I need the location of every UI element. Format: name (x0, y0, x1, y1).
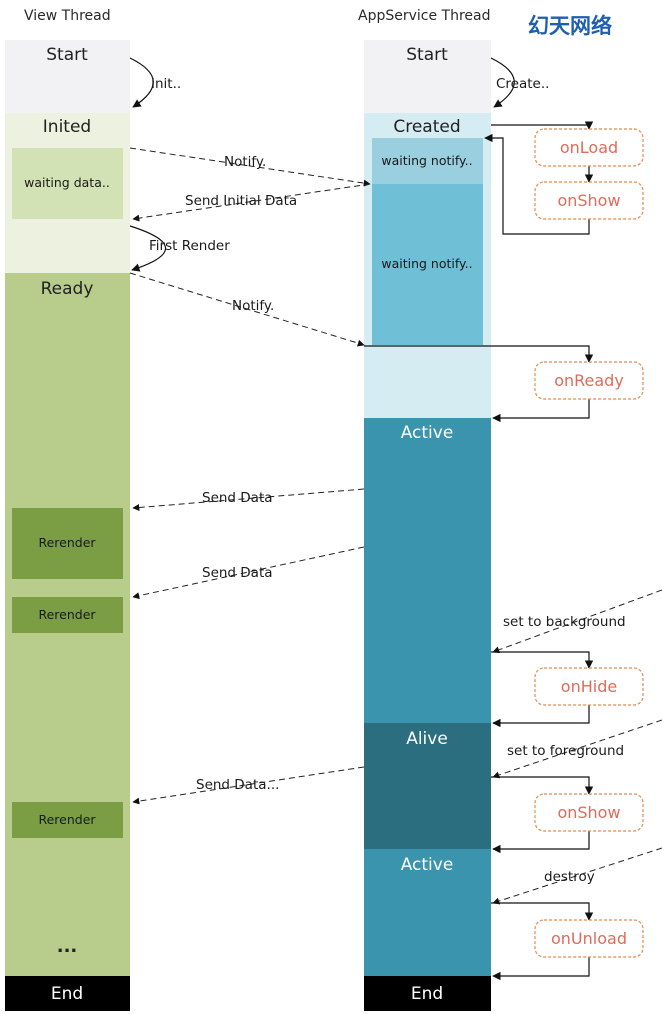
app-alive-label: Alive (406, 729, 448, 749)
notify-arrow-2 (129, 272, 365, 347)
notify-label-2: Notify. (232, 298, 274, 314)
waiting-notify-label-1: waiting notify.. (381, 153, 472, 168)
view-end-label: End (51, 984, 83, 1004)
onunload-box (534, 919, 644, 958)
onhide-return-arrow (492, 705, 590, 728)
onshow-return-arrow (484, 133, 590, 235)
app-end-label: End (411, 984, 443, 1004)
rerender-block-1 (12, 508, 123, 579)
waiting-data-block (12, 148, 123, 219)
onhide-label: onHide (561, 677, 617, 696)
onshow-box-1 (534, 181, 644, 220)
onshow-label-1: onShow (557, 191, 620, 210)
onunload-in-arrow (491, 902, 594, 921)
rerender-label-3: Rerender (38, 812, 96, 827)
view-thread-header: View Thread (24, 8, 111, 24)
waiting-data-label: waiting data.. (24, 175, 110, 190)
onshow-box-2 (534, 793, 644, 832)
create-arrow (490, 57, 515, 108)
rerender-label-2: Rerender (38, 607, 96, 622)
send-data-arrow-1 (132, 488, 365, 511)
onunload-label: onUnload (551, 929, 627, 948)
waiting-notify-label-2: waiting notify.. (381, 256, 472, 271)
app-start-label: Start (406, 45, 448, 65)
view-ellipsis: ... (57, 936, 78, 957)
set-to-background-label: set to background (503, 614, 626, 630)
onhide-box (534, 667, 644, 706)
rerender-label-1: Rerender (38, 535, 96, 550)
onload-in-arrow (491, 121, 594, 130)
waiting-notify-block-2 (372, 184, 483, 345)
onready-in-arrow (364, 345, 594, 363)
app-active-block-1 (364, 418, 491, 723)
waiting-notify-block-1 (372, 138, 483, 184)
app-end-block (364, 976, 491, 1011)
view-start-label: Start (46, 45, 88, 65)
view-ready-label: Ready (41, 279, 94, 299)
destroy-label: destroy (544, 869, 595, 885)
send-data-arrow-3 (132, 766, 365, 805)
notify-arrow-1 (129, 147, 371, 187)
first-render-arrow (129, 225, 166, 272)
send-data-label-2: Send Data (202, 565, 273, 581)
app-alive-block (364, 723, 491, 849)
app-active-block-2 (364, 849, 491, 976)
init-arrow (129, 57, 154, 108)
send-data-label-3: Send Data... (196, 777, 279, 793)
onshow2-return-arrow (492, 831, 590, 854)
onload-label: onLoad (560, 138, 618, 157)
appservice-thread-header: AppService Thread (358, 8, 491, 24)
onshow-label-2: onShow (557, 803, 620, 822)
view-inited-label: Inited (43, 117, 91, 137)
set-to-background-arrow (492, 589, 662, 654)
set-to-foreground-label: set to foreground (507, 743, 624, 759)
onhide-in-arrow (491, 651, 594, 669)
app-active-label-1: Active (401, 423, 454, 443)
view-start-block (5, 40, 130, 113)
send-data-label-1: Send Data (202, 490, 273, 506)
onready-box (534, 361, 644, 400)
watermark-logo: 幻天网络 (528, 14, 612, 38)
app-active-label-2: Active (401, 855, 454, 875)
rerender-block-2 (12, 597, 123, 633)
view-end-block (5, 976, 130, 1011)
onshow2-in-arrow (491, 776, 594, 795)
app-created-label: Created (393, 117, 460, 137)
app-start-block (364, 40, 491, 113)
onload-box (534, 128, 644, 167)
onready-return-arrow (492, 399, 590, 423)
notify-label-1: Notify. (224, 154, 266, 170)
create-label: Create.. (496, 76, 549, 92)
rerender-block-3 (12, 802, 123, 838)
onready-label: onReady (554, 371, 624, 390)
init-label: Init.. (151, 76, 181, 92)
send-initial-data-label: Send Initial Data (185, 193, 297, 209)
first-render-label: First Render (149, 238, 230, 254)
onunload-return-arrow (492, 957, 590, 981)
